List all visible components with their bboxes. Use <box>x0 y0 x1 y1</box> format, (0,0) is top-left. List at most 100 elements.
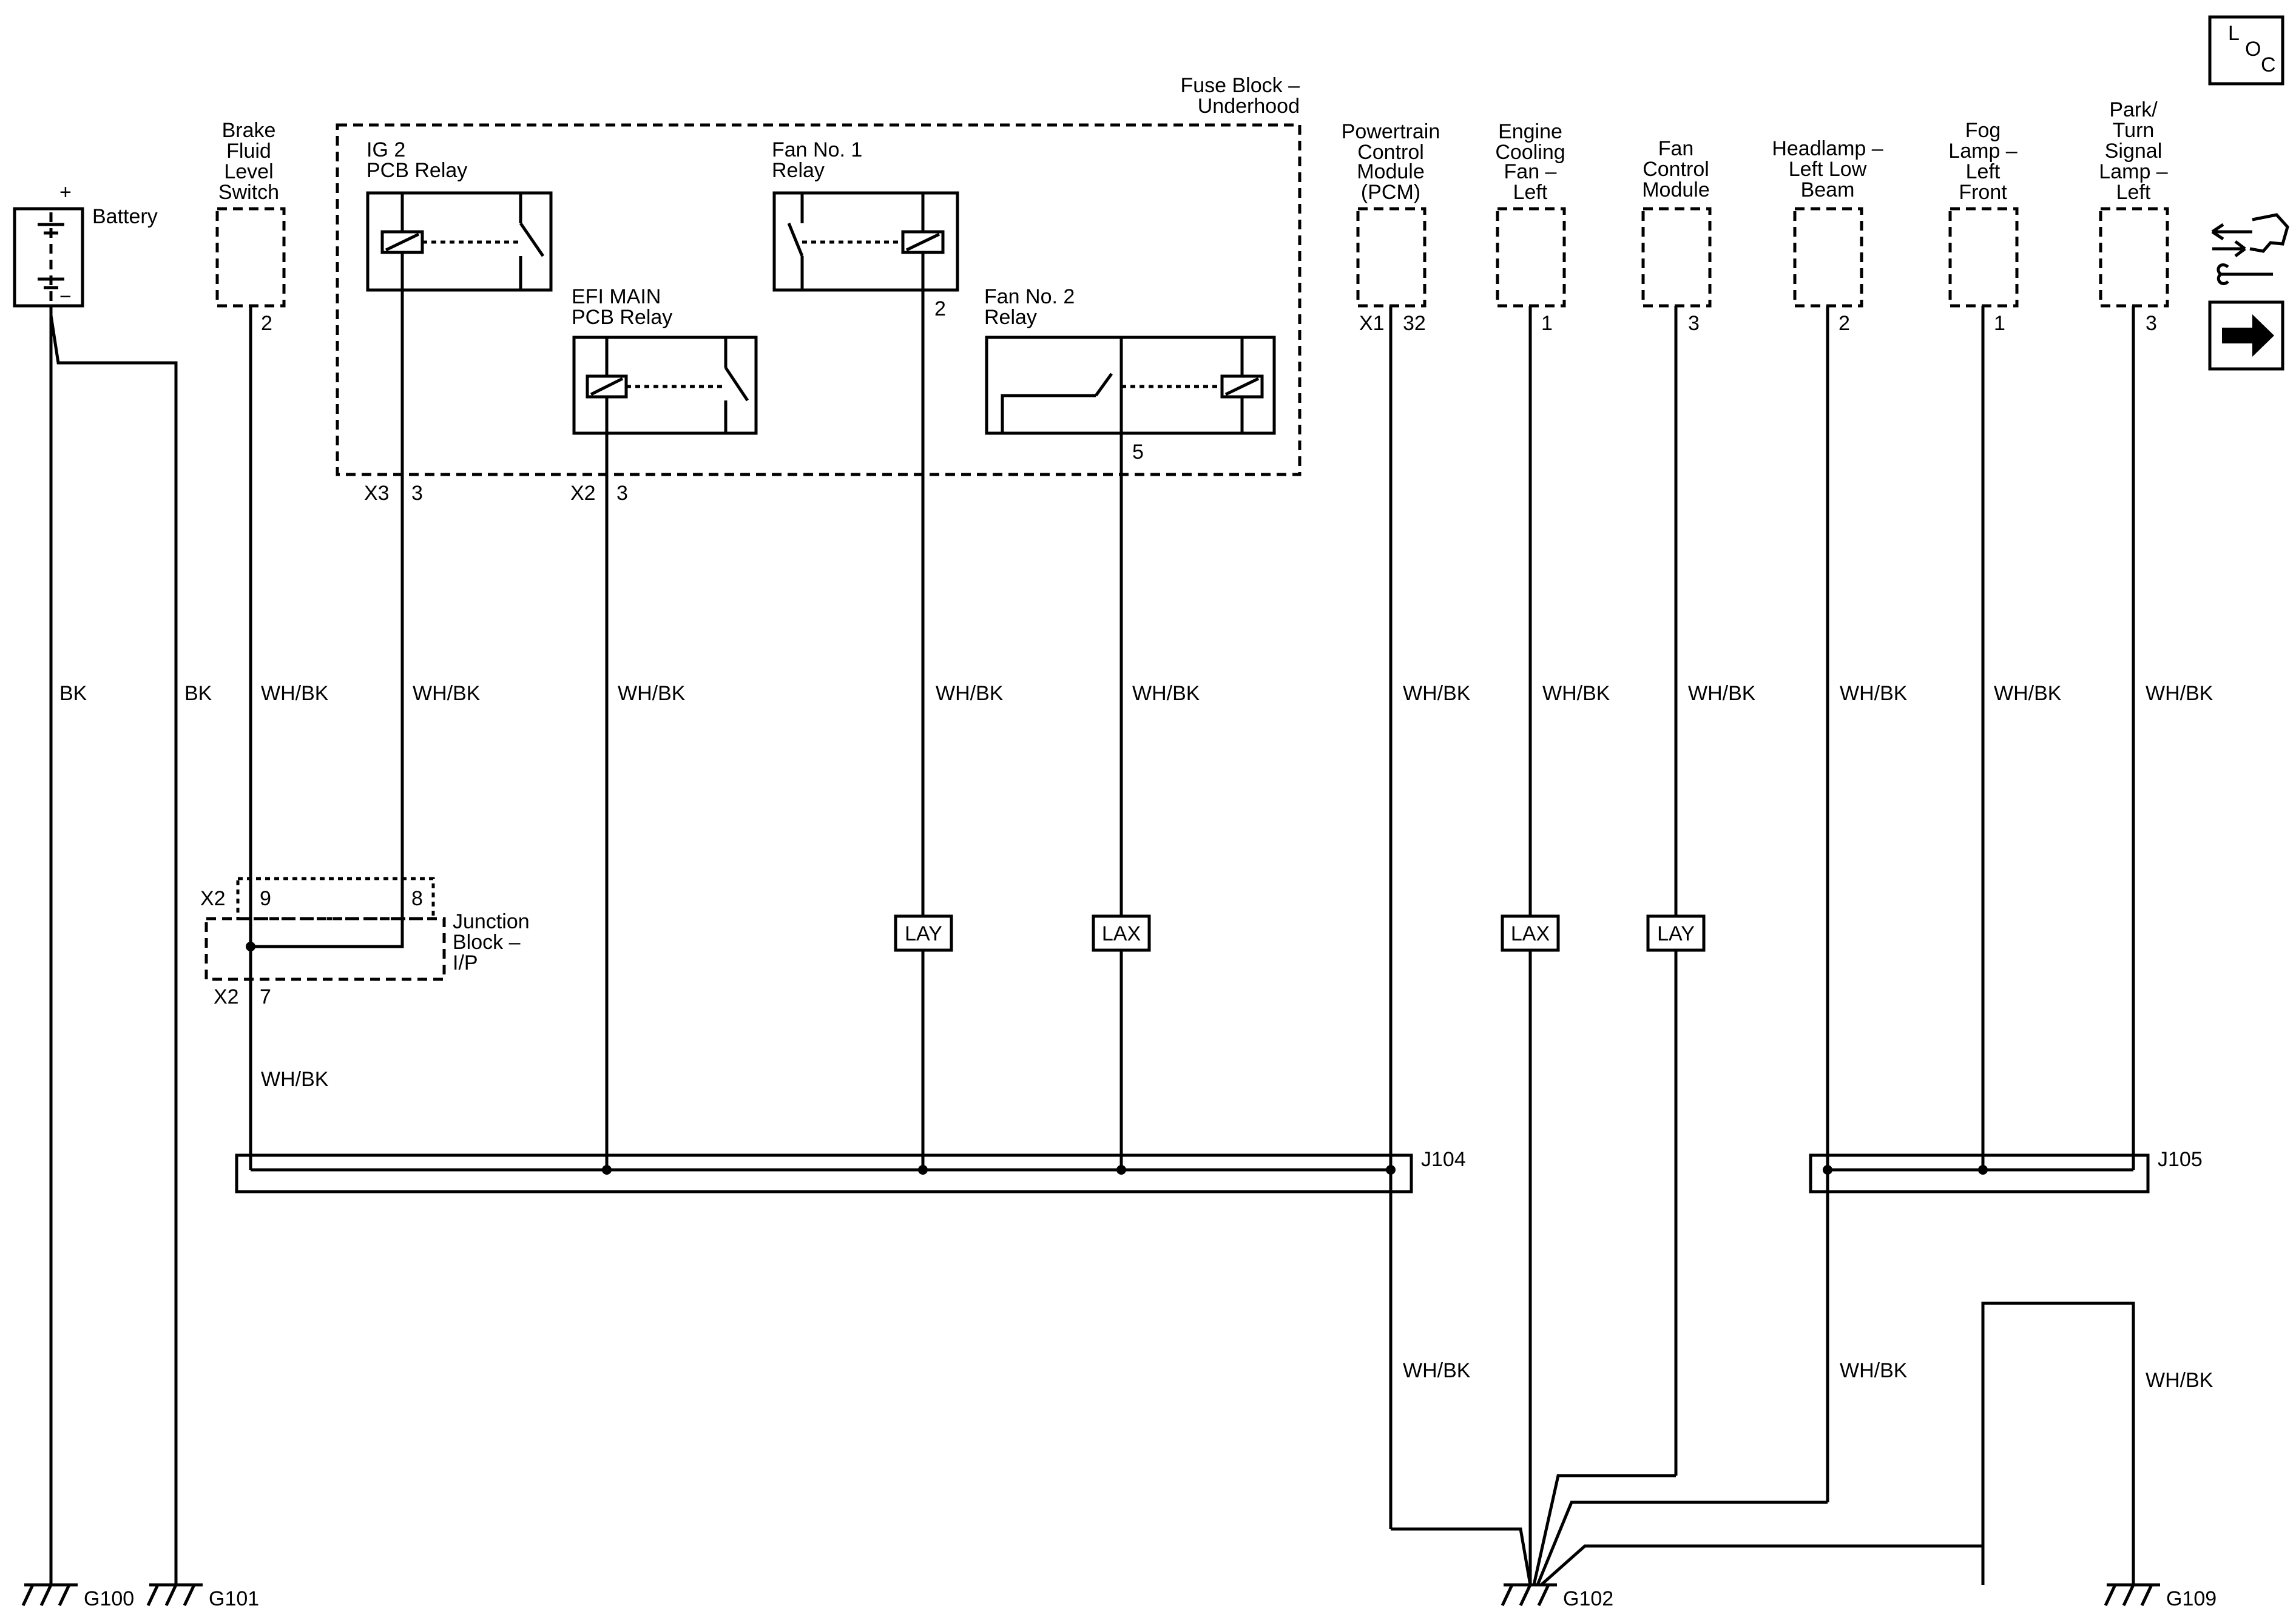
cooling-fan-pin: 1 <box>1541 312 1553 335</box>
wire-color-fog-lamp: WH/BK <box>1994 682 2062 705</box>
svg-text:PCB Relay: PCB Relay <box>572 306 672 329</box>
ground-g109-label: G109 <box>2166 1587 2217 1610</box>
ground-g109: G109 <box>2104 1583 2217 1610</box>
efi-main-pcb-relay: EFI MAIN PCB Relay X2 3 <box>570 285 758 505</box>
svg-text:Underhood: Underhood <box>1198 95 1300 118</box>
inline-tag-fan1: LAY <box>894 914 953 952</box>
ground-g101: G101 <box>146 1583 259 1610</box>
efi-pin: 3 <box>616 482 628 505</box>
ground-g100-label: G100 <box>84 1587 134 1610</box>
inline-tag-fan-control: LAY <box>1646 914 1706 952</box>
splice-j104-label: J104 <box>1421 1148 1466 1171</box>
wire-color-jb-out: WH/BK <box>261 1068 329 1091</box>
svg-text:Left: Left <box>2116 181 2151 204</box>
jb-bot-pin: 7 <box>260 985 271 1008</box>
svg-text:Fuse Block –: Fuse Block – <box>1180 74 1300 97</box>
wire-color-j105-out: WH/BK <box>1840 1359 1908 1382</box>
fan1-pin: 2 <box>934 297 946 320</box>
battery: + − Battery <box>13 181 158 308</box>
svg-text:Block –: Block – <box>453 931 521 954</box>
svg-text:Relay: Relay <box>772 159 825 182</box>
wire-color-g101: BK <box>184 682 212 705</box>
svg-text:Fog: Fog <box>1965 119 2001 142</box>
svg-text:Turn: Turn <box>2113 119 2155 142</box>
svg-text:Control: Control <box>1643 158 1709 181</box>
jb-top-conn: X2 <box>200 887 226 910</box>
wire-color-fan-control: WH/BK <box>1688 682 1756 705</box>
battery-label: Battery <box>92 205 158 228</box>
svg-text:Front: Front <box>1959 181 2007 204</box>
inline-tag-cooling-fan: LAX <box>1501 914 1560 952</box>
ground-g102: G102 <box>1501 1583 1613 1610</box>
wire-color-headlamp: WH/BK <box>1840 682 1908 705</box>
junction-block-ip: X2 9 8 X2 7 Junction Block – I/P <box>200 877 530 1008</box>
battery-minus: − <box>59 285 72 308</box>
fan2-relay: Fan No. 2 Relay 5 <box>984 285 1276 464</box>
wire-color-g100: BK <box>59 682 87 705</box>
jb-top-pin-a: 9 <box>260 887 271 910</box>
svg-text:Headlamp –: Headlamp – <box>1772 137 1883 160</box>
loc-icon[interactable]: L O C <box>2208 15 2284 86</box>
svg-text:Engine: Engine <box>1498 120 1562 143</box>
right-arrow-icon[interactable] <box>2208 300 2284 371</box>
svg-text:Fan No. 1: Fan No. 1 <box>772 138 862 161</box>
svg-text:Fan –: Fan – <box>1504 160 1557 183</box>
wire-color-fan1: WH/BK <box>936 682 1004 705</box>
svg-text:EFI MAIN: EFI MAIN <box>572 285 661 308</box>
wire-color-ig2: WH/BK <box>413 682 481 705</box>
wire-color-brake: WH/BK <box>261 682 329 705</box>
svg-text:Left: Left <box>1966 160 2001 183</box>
headlamp-pin: 2 <box>1838 312 1850 335</box>
pcm: Powertrain Control Module (PCM) X1 32 <box>1342 120 1440 335</box>
wire-color-j104-out: WH/BK <box>1403 1359 1471 1382</box>
fan2-pin: 5 <box>1132 441 1144 464</box>
svg-text:Switch: Switch <box>218 181 279 204</box>
wire-color-pcm: WH/BK <box>1403 682 1471 705</box>
efi-conn: X2 <box>570 482 596 505</box>
svg-text:(PCM): (PCM) <box>1361 181 1420 204</box>
svg-text:Fan No. 2: Fan No. 2 <box>984 285 1075 308</box>
svg-text:Left: Left <box>1513 181 1548 204</box>
ig2-pcb-relay: IG 2 PCB Relay X3 3 <box>364 138 553 505</box>
svg-text:Brake: Brake <box>222 119 276 142</box>
svg-text:Module: Module <box>1357 160 1425 183</box>
splice-j105: J105 <box>1809 1148 2203 1193</box>
svg-text:LAY: LAY <box>905 922 942 945</box>
svg-text:Junction: Junction <box>453 910 530 933</box>
svg-text:Park/: Park/ <box>2109 98 2158 121</box>
ground-g101-label: G101 <box>209 1587 259 1610</box>
brake-fluid-switch: Brake Fluid Level Switch 2 <box>215 119 286 335</box>
fan-control-pin: 3 <box>1688 312 1700 335</box>
jb-top-pin-b: 8 <box>411 887 423 910</box>
splice-j105-label: J105 <box>2158 1148 2203 1171</box>
splice-j104: J104 <box>235 1148 1466 1193</box>
wire-color-park-lamp: WH/BK <box>2146 682 2213 705</box>
ground-g100: G100 <box>21 1583 134 1610</box>
svg-text:L: L <box>2228 22 2240 45</box>
svg-text:Fan: Fan <box>1658 137 1694 160</box>
engine-cooling-fan-left: Engine Cooling Fan – Left 1 <box>1495 120 1566 335</box>
svg-text:PCB Relay: PCB Relay <box>366 159 467 182</box>
jb-bot-conn: X2 <box>214 985 239 1008</box>
svg-text:Lamp –: Lamp – <box>1948 140 2017 163</box>
wire-color-cooling-fan: WH/BK <box>1542 682 1610 705</box>
svg-text:Signal: Signal <box>2105 140 2163 163</box>
connector-repair-icon[interactable] <box>2211 213 2289 285</box>
brake-pin: 2 <box>261 312 272 335</box>
svg-text:C: C <box>2261 53 2276 76</box>
svg-text:I/P: I/P <box>453 951 478 974</box>
svg-text:IG 2: IG 2 <box>366 138 405 161</box>
fuse-block-underhood: Fuse Block – Underhood IG 2 PCB Relay X3… <box>336 74 1302 505</box>
svg-text:Left Low: Left Low <box>1789 158 1867 181</box>
park-turn-signal-lamp-left: Park/ Turn Signal Lamp – Left 3 <box>2099 98 2169 335</box>
pcm-pin: 32 <box>1403 312 1426 335</box>
battery-plus: + <box>59 181 72 204</box>
fan-control-module: Fan Control Module 3 <box>1641 137 1712 335</box>
wire-color-fan2: WH/BK <box>1132 682 1200 705</box>
svg-text:Powertrain: Powertrain <box>1342 120 1440 143</box>
park-lamp-pin: 3 <box>2146 312 2157 335</box>
ground-g102-label: G102 <box>1563 1587 1613 1610</box>
headlamp-left-low-beam: Headlamp – Left Low Beam 2 <box>1772 137 1883 335</box>
svg-text:Control: Control <box>1357 141 1424 164</box>
